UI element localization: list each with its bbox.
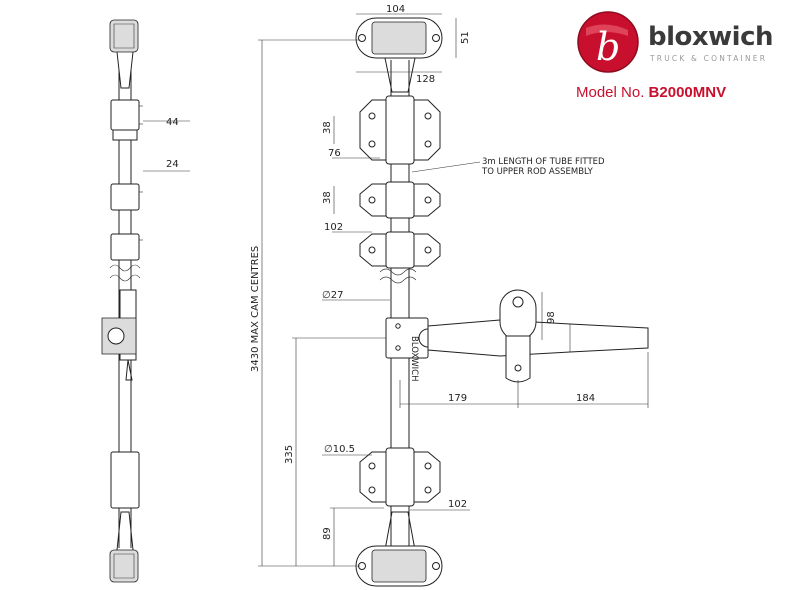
model-number: Model No. B2000MNV [576, 84, 726, 101]
dim-handle-reach-2: 184 [576, 393, 595, 404]
brand-block: bloxwich TRUCK & CONTAINER [572, 8, 794, 108]
dim-handle-reach-1: 179 [448, 393, 467, 404]
dim-cam-width: 104 [386, 4, 405, 15]
dim-cam-offset: 128 [416, 74, 435, 85]
dim-bottom-offset: 89 [322, 527, 333, 540]
front-view [355, 17, 649, 587]
model-code: B2000MNV [648, 84, 727, 101]
bloxwich-logo: b [577, 11, 639, 73]
dim-guide-width-small: 76 [328, 148, 341, 159]
tube-note-line2: TO UPPER ROD ASSEMBLY [481, 167, 594, 177]
dimension-lines [258, 13, 649, 567]
dim-tube-diameter: ∅27 [322, 290, 343, 301]
brand-tagline: TRUCK & CONTAINER [650, 54, 768, 63]
dim-guide-height-mid: 38 [322, 191, 333, 204]
dim-side-tube: 24 [166, 159, 179, 170]
dim-cam-height: 51 [460, 31, 471, 44]
dim-lower-length: 335 [284, 445, 295, 464]
side-view [101, 19, 190, 583]
logo-letter: b [596, 25, 620, 69]
dim-side-bracket: 44 [166, 117, 179, 128]
brand-name: bloxwich [648, 22, 774, 52]
dim-guide-width-low: 102 [448, 499, 467, 510]
model-label: Model No. [576, 84, 645, 101]
dim-guide-width-mid: 102 [324, 222, 343, 233]
dim-guide-height-top: 38 [322, 121, 333, 134]
dim-handle-height: 98 [546, 311, 557, 324]
dim-bracket-diameter: ∅10.5 [324, 444, 355, 455]
tube-note-line1: 3m LENGTH OF TUBE FITTED [482, 157, 605, 167]
handle-stamp: BLOXWICH [409, 336, 419, 381]
dim-total-length: 3430 MAX CAM CENTRES [250, 246, 261, 372]
